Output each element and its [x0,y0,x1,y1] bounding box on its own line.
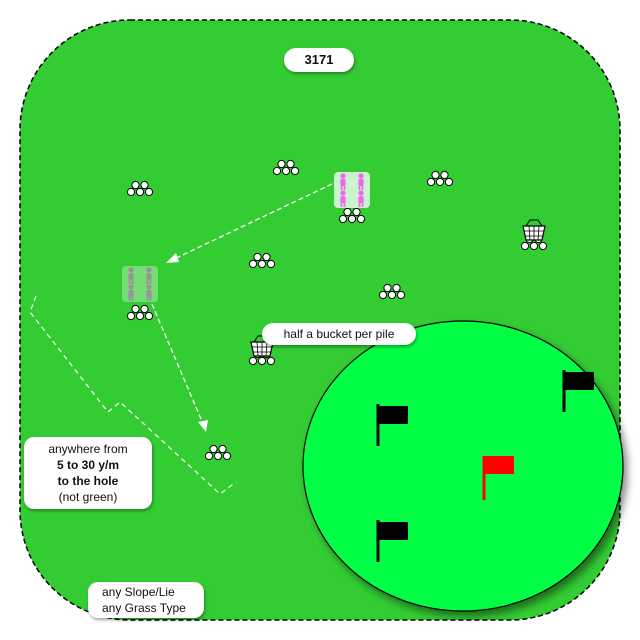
terrain-note-label: any Slope/Lie any Grass Type [88,582,204,618]
putting-green [302,320,624,612]
rotation-arrow-1 [166,183,333,263]
player-group-icon [334,172,370,208]
drill-id-label: 3171 [284,48,354,72]
player-group-icon [122,266,158,302]
distance-note-line: (not green) [58,490,118,504]
distance-note-line: to the hole [57,474,119,488]
rotation-arrow-2 [151,303,208,432]
terrain-note-line: any Grass Type [102,601,186,615]
terrain-note-line: any Slope/Lie [102,585,175,599]
distance-note-line: anywhere from [48,442,128,456]
distance-note-line: 5 to 30 y/m [56,458,120,472]
target-zone-outline [29,295,237,495]
hole-flag-icon [482,456,514,500]
distance-note-label: anywhere from 5 to 30 y/m to the hole (n… [24,437,152,509]
bucket-note-label: half a bucket per pile [262,323,416,345]
